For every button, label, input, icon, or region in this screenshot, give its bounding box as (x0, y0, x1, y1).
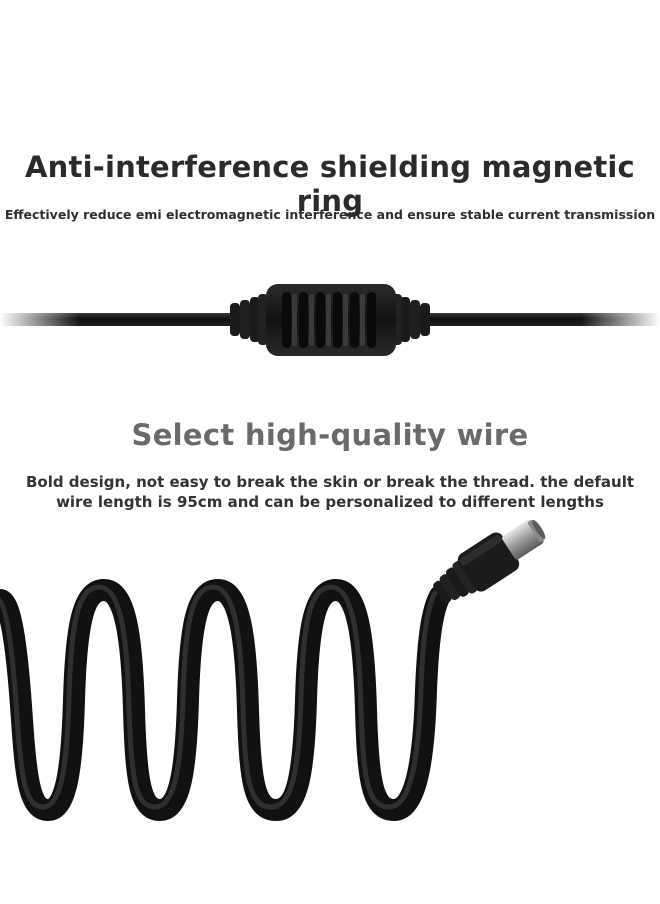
coiled-cable (0, 579, 451, 821)
ring-section-subtitle: Effectively reduce emi electromagnetic i… (4, 207, 656, 222)
wire-section-subtitle: Bold design, not easy to break the skin … (0, 472, 660, 512)
wire-section-title: Select high-quality wire (131, 418, 529, 452)
dc-connector (433, 519, 546, 604)
ferrite-ring (230, 284, 430, 356)
wire-subtitle-line-2: wire length is 95cm and can be personali… (56, 493, 604, 511)
ring-section-title: Anti-interference shielding magnetic rin… (25, 150, 635, 218)
wire-subtitle-line-1: Bold design, not easy to break the skin … (25, 473, 635, 491)
